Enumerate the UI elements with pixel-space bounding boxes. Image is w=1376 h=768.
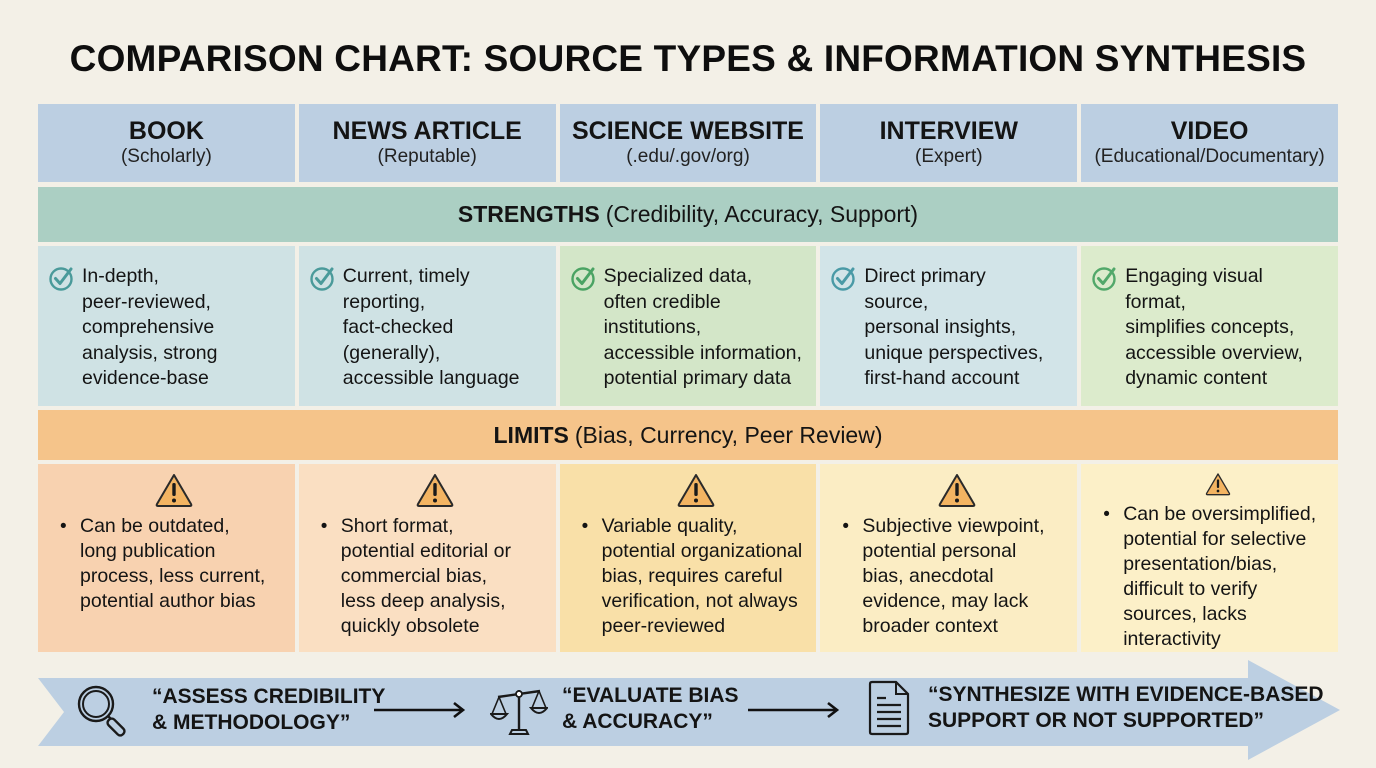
- limits-heading-detail: (Bias, Currency, Peer Review): [574, 421, 883, 448]
- strengths-heading-detail: (Credibility, Accuracy, Support): [605, 201, 919, 227]
- strength-text: Current, timely reporting, fact-checked …: [342, 265, 520, 389]
- strength-cell: Direct primary source, personal insights…: [820, 246, 1078, 406]
- bullet: •: [320, 516, 328, 537]
- scales-icon: [490, 689, 548, 735]
- limit-text: Short format, potential editorial or com…: [340, 515, 511, 637]
- warning-triangle-icon: [416, 474, 454, 507]
- column-header-science-website: SCIENCE WEBSITE (.edu/.gov/org): [559, 104, 817, 182]
- limits-row: • Can be outdated, long publication proc…: [38, 464, 1338, 652]
- arrow-right-icon: [748, 701, 840, 719]
- strengths-heading-bold: STRENGTHS: [457, 201, 600, 227]
- flow-step-assess: “ASSESS CREDIBILITY & METHODOLOGY”: [74, 682, 385, 738]
- limit-cell: • Subjective viewpoint, potential person…: [820, 464, 1078, 652]
- check-circle-icon: [570, 267, 595, 291]
- strength-cell: In-depth, peer-reviewed, comprehensive a…: [38, 246, 295, 406]
- limit-cell: • Can be outdated, long publication proc…: [38, 464, 295, 652]
- limit-text: Variable quality, potential organization…: [601, 515, 803, 637]
- limit-cell: • Can be oversimplified, potential for s…: [1081, 464, 1338, 652]
- bullet: •: [60, 516, 67, 537]
- bullet: •: [842, 516, 850, 537]
- flow-step-synthesize: “SYNTHESIZE WITH EVIDENCE-BASED SUPPORT …: [868, 680, 1324, 736]
- column-name: NEWS ARTICLE: [332, 117, 522, 145]
- column-name: INTERVIEW: [879, 117, 1019, 145]
- flow-step-label: “EVALUATE BIAS & ACCURACY”: [562, 684, 739, 733]
- check-circle-icon: [1092, 267, 1116, 291]
- strength-cell: Engaging visual format, simplifies conce…: [1081, 246, 1338, 406]
- check-circle-icon: [831, 267, 856, 291]
- limit-cell: • Short format, potential editorial or c…: [298, 464, 556, 652]
- column-header-book: BOOK (Scholarly): [38, 104, 295, 182]
- strengths-row: In-depth, peer-reviewed, comprehensive a…: [38, 246, 1338, 406]
- warning-triangle-icon: [677, 474, 715, 507]
- column-subtitle: (Reputable): [377, 146, 477, 167]
- check-circle-icon: [49, 267, 73, 291]
- strength-text: In-depth, peer-reviewed, comprehensive a…: [82, 265, 218, 389]
- document-icon: [868, 680, 910, 736]
- flow-arrow-shape: [38, 660, 1340, 760]
- limit-item: • Can be oversimplified, potential for s…: [1103, 502, 1332, 652]
- limit-item: • Subjective viewpoint, potential person…: [842, 514, 1071, 639]
- flow-step-label: “ASSESS CREDIBILITY & METHODOLOGY”: [152, 685, 386, 734]
- magnifier-icon: [77, 685, 126, 737]
- limit-item: • Can be outdated, long publication proc…: [60, 514, 289, 614]
- bullet: •: [581, 516, 589, 537]
- limit-text: Subjective viewpoint, potential personal…: [862, 515, 1045, 637]
- column-headers: BOOK (Scholarly) NEWS ARTICLE (Reputable…: [38, 104, 1338, 182]
- strength-cell: Current, timely reporting, fact-checked …: [298, 246, 556, 406]
- warning-triangle-icon: [938, 474, 976, 507]
- limit-text: Can be oversimplified, potential for sel…: [1123, 503, 1317, 650]
- strength-cell: Specialized data, often credible institu…: [559, 246, 817, 406]
- strength-text: Specialized data, often credible institu…: [603, 265, 802, 389]
- limits-heading-bold: LIMITS: [493, 421, 569, 448]
- limit-text: Can be outdated, long publication proces…: [80, 515, 266, 612]
- flow-step-evaluate: “EVALUATE BIAS & ACCURACY”: [490, 680, 739, 738]
- column-subtitle: (Scholarly): [120, 146, 212, 167]
- warning-triangle-icon: [156, 474, 193, 507]
- column-header-video: VIDEO (Educational/Documentary): [1081, 104, 1338, 182]
- column-header-news-article: NEWS ARTICLE (Reputable): [298, 104, 556, 182]
- column-name: SCIENCE WEBSITE: [572, 117, 804, 145]
- strengths-heading: STRENGTHS (Credibility, Accuracy, Suppor…: [38, 187, 1338, 242]
- bullet: •: [1103, 504, 1110, 525]
- column-subtitle: (Educational/Documentary): [1094, 146, 1325, 167]
- page-title: COMPARISON CHART: SOURCE TYPES & INFORMA…: [69, 38, 1307, 79]
- column-header-interview: INTERVIEW (Expert): [820, 104, 1078, 182]
- limits-heading: LIMITS (Bias, Currency, Peer Review): [38, 410, 1338, 460]
- warning-triangle-icon: [1205, 473, 1230, 496]
- flow-step-label: “SYNTHESIZE WITH EVIDENCE-BASED SUPPORT …: [928, 683, 1324, 732]
- limit-item: • Variable quality, potential organizati…: [582, 514, 811, 639]
- column-name: VIDEO: [1170, 117, 1249, 145]
- limit-item: • Short format, potential editorial or c…: [321, 514, 550, 639]
- limit-cell: • Variable quality, potential organizati…: [559, 464, 817, 652]
- column-subtitle: (Expert): [915, 146, 983, 167]
- check-circle-icon: [310, 267, 334, 291]
- column-name: BOOK: [128, 117, 204, 145]
- strength-text: Engaging visual format, simplifies conce…: [1125, 265, 1303, 389]
- column-subtitle: (.edu/.gov/org): [626, 146, 750, 167]
- process-flow-arrow: “ASSESS CREDIBILITY & METHODOLOGY” “EVAL…: [38, 660, 1340, 760]
- arrow-right-icon: [374, 701, 466, 719]
- strength-text: Direct primary source, personal insights…: [864, 265, 1044, 389]
